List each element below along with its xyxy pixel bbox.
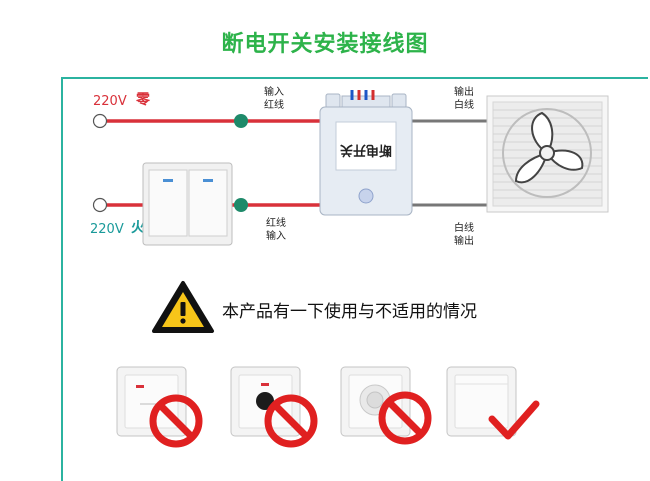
switch-example-2 bbox=[230, 366, 318, 448]
rocker-switch-icon bbox=[446, 366, 517, 437]
neutral-terminal-icon bbox=[92, 113, 108, 129]
switch-example-3 bbox=[340, 366, 432, 445]
bottom-input-line1: 红线 bbox=[266, 218, 286, 229]
warning-triangle-icon bbox=[152, 281, 214, 333]
bottom-output-line2: 输出 bbox=[454, 236, 474, 247]
not-applicable-icon bbox=[378, 391, 432, 445]
switch-example-1 bbox=[116, 366, 203, 448]
switch-example-4 bbox=[446, 366, 540, 440]
wall-switch-icon bbox=[142, 162, 233, 246]
module-label: 断电开关 bbox=[340, 142, 392, 158]
not-applicable-icon bbox=[264, 394, 318, 448]
neutral-junction-icon bbox=[234, 114, 248, 128]
top-output-line1: 输出 bbox=[454, 87, 474, 98]
not-applicable-icon bbox=[149, 394, 203, 448]
page-title: 断电开关安装接线图 bbox=[221, 32, 429, 57]
power-off-module-icon bbox=[319, 90, 413, 216]
pir-sensor-switch-icon bbox=[340, 366, 411, 437]
top-input-line1: 输入 bbox=[264, 87, 284, 98]
neutral-voltage-label: 220V bbox=[93, 94, 127, 109]
sound-light-switch-icon bbox=[116, 366, 187, 437]
live-voltage-label: 220V bbox=[90, 222, 124, 237]
neutral-name-label: 零 bbox=[136, 92, 150, 108]
live-terminal-icon bbox=[92, 197, 108, 213]
bottom-output-line1: 白线 bbox=[454, 223, 474, 234]
bottom-input-label: 红线 输入 bbox=[266, 217, 286, 243]
touch-sensor-switch-icon bbox=[230, 366, 301, 437]
bottom-input-line2: 输入 bbox=[266, 231, 286, 242]
bottom-output-label: 白线 输出 bbox=[454, 222, 474, 248]
top-input-line2: 红线 bbox=[264, 100, 284, 111]
live-name-label: 火 bbox=[131, 220, 145, 236]
top-output-label: 输出 白线 bbox=[454, 86, 474, 112]
live-junction-icon bbox=[234, 198, 248, 212]
diagram-frame bbox=[61, 77, 648, 481]
exhaust-fan-icon bbox=[486, 95, 609, 213]
top-output-line2: 白线 bbox=[454, 100, 474, 111]
applicable-check-icon bbox=[488, 400, 540, 440]
warning-text: 本产品有一下使用与不适用的情况 bbox=[222, 302, 477, 322]
top-input-label: 输入 红线 bbox=[264, 86, 284, 112]
